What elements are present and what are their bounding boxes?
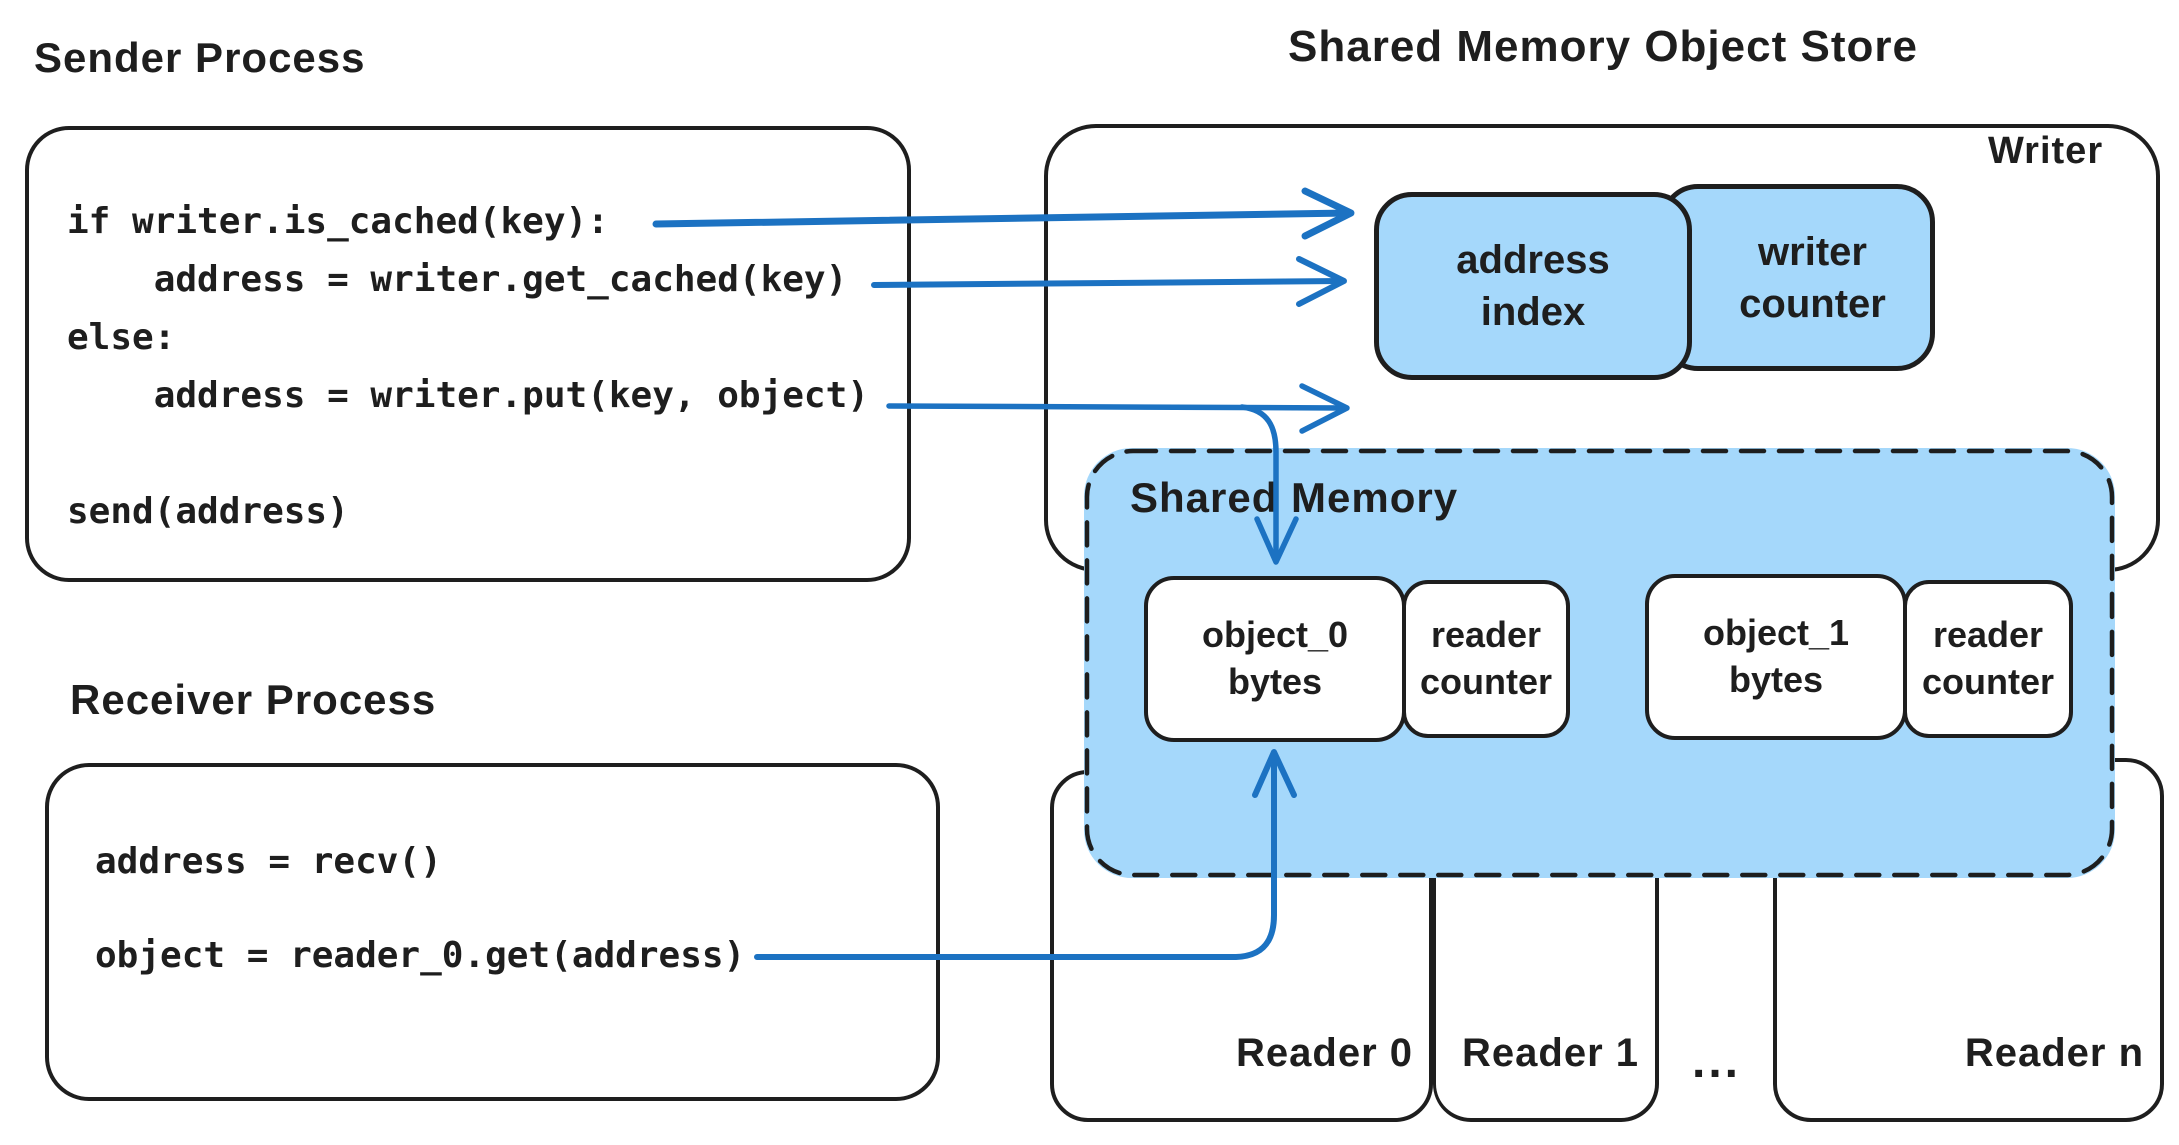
sender-process-title: Sender Process: [34, 34, 366, 81]
object-1-box: object_1 bytes: [1645, 574, 1907, 740]
writer-counter-label: writer counter: [1739, 229, 1886, 326]
address-index-label: address index: [1456, 238, 1610, 334]
shared-memory-label: Shared Memory: [1130, 474, 1459, 521]
shared-memory-object-store-title: Shared Memory Object Store: [1288, 22, 1918, 71]
reader-n-label: Reader n: [1964, 1031, 2144, 1075]
readers-ellipsis: ...: [1692, 1035, 1742, 1088]
sender-code: if writer.is_cached(key): address = writ…: [67, 201, 869, 532]
reader-0-label: Reader 0: [1236, 1031, 1413, 1075]
receiver-code-get: object = reader_0.get(address): [95, 935, 746, 976]
reader-counter-0-label: reader counter: [1419, 614, 1552, 702]
reader-counter-1-label: reader counter: [1921, 614, 2054, 702]
address-index-box: address index: [1374, 192, 1692, 380]
object-0-box: object_0 bytes: [1144, 576, 1406, 742]
receiver-process-title: Receiver Process: [70, 676, 437, 723]
reader-counter-box-0: reader counter: [1402, 580, 1570, 738]
reader-1-label: Reader 1: [1462, 1031, 1639, 1075]
writer-label: Writer: [1988, 130, 2104, 172]
object-0-label: object_0 bytes: [1201, 614, 1349, 702]
object-1-label: object_1 bytes: [1702, 612, 1850, 700]
receiver-code-recv: address = recv(): [95, 841, 442, 882]
sender-process-box: [25, 126, 911, 582]
reader-counter-box-1: reader counter: [1903, 580, 2073, 738]
writer-counter-box: writer counter: [1660, 184, 1935, 371]
shared-memory-dashed-border: [1084, 448, 2115, 878]
